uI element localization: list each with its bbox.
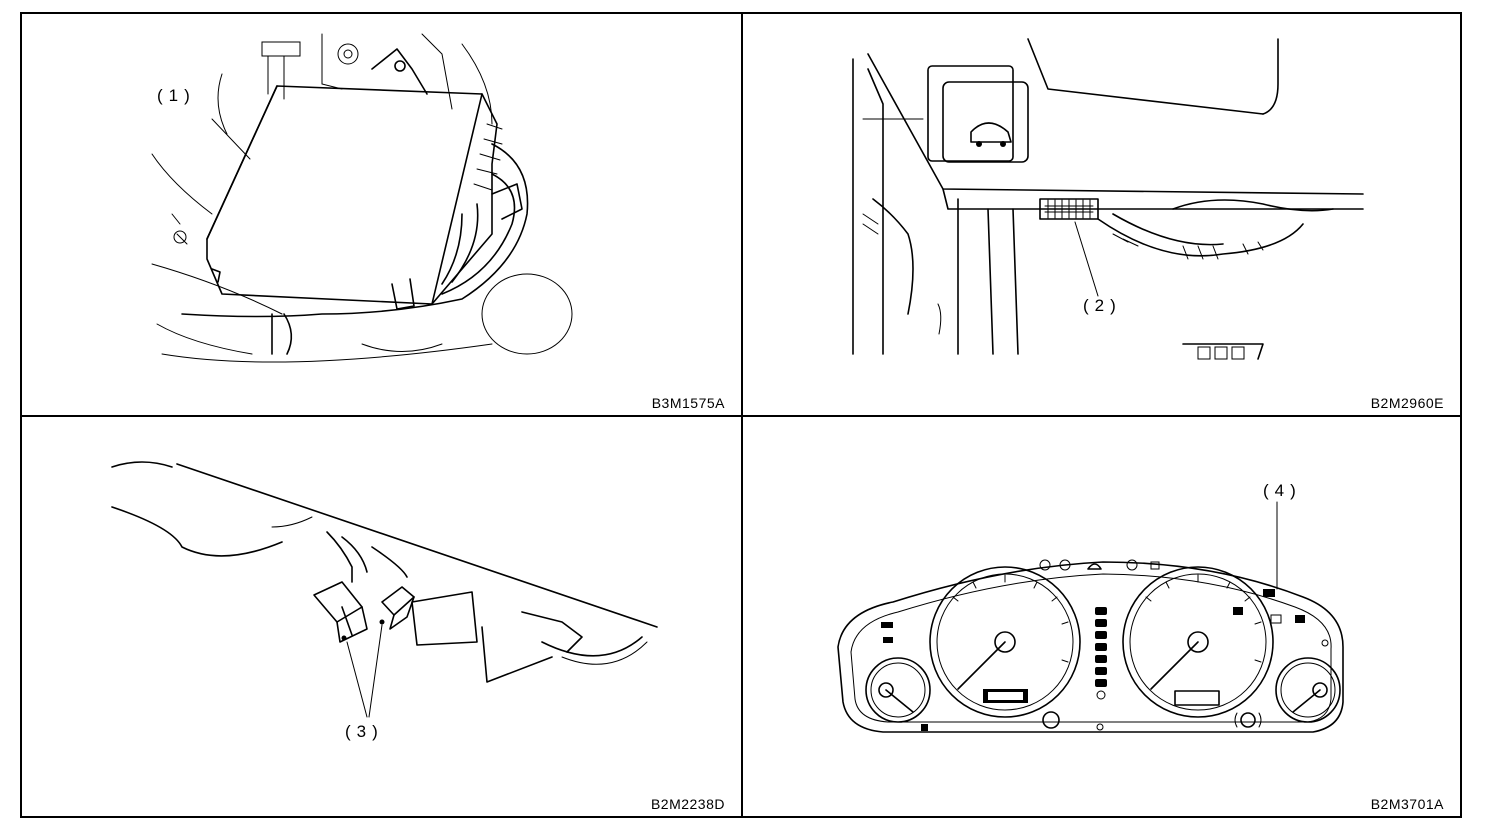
callout-3: (3) [345,722,384,741]
figure-code-4: B2M3701A [1370,796,1444,812]
figure-code-1: B3M1575A [651,395,725,411]
instrument-cluster-illustration [837,501,1344,733]
figure-panel-test-mode-connectors: (3) B2M2238D [22,417,741,816]
figure-panel-instrument-cluster: (4) B2M3701A [743,417,1460,816]
data-link-connector-illustration [852,38,1364,360]
figure-panel-data-link-connector: (2) B2M2960E [743,14,1460,415]
control-module-illustration [151,33,573,363]
callout-2: (2) [1083,296,1122,315]
figure-code-3: B2M2238D [650,796,725,812]
callout-4: (4) [1263,481,1302,500]
figure-panel-control-module: (1) B3M1575A [22,14,741,415]
test-mode-connectors-illustration [111,461,658,718]
horizontal-divider [22,415,1460,417]
figure-sheet: (1) B3M1575A [20,12,1462,818]
callout-1: (1) [157,86,196,105]
figure-code-2: B2M2960E [1370,395,1444,411]
